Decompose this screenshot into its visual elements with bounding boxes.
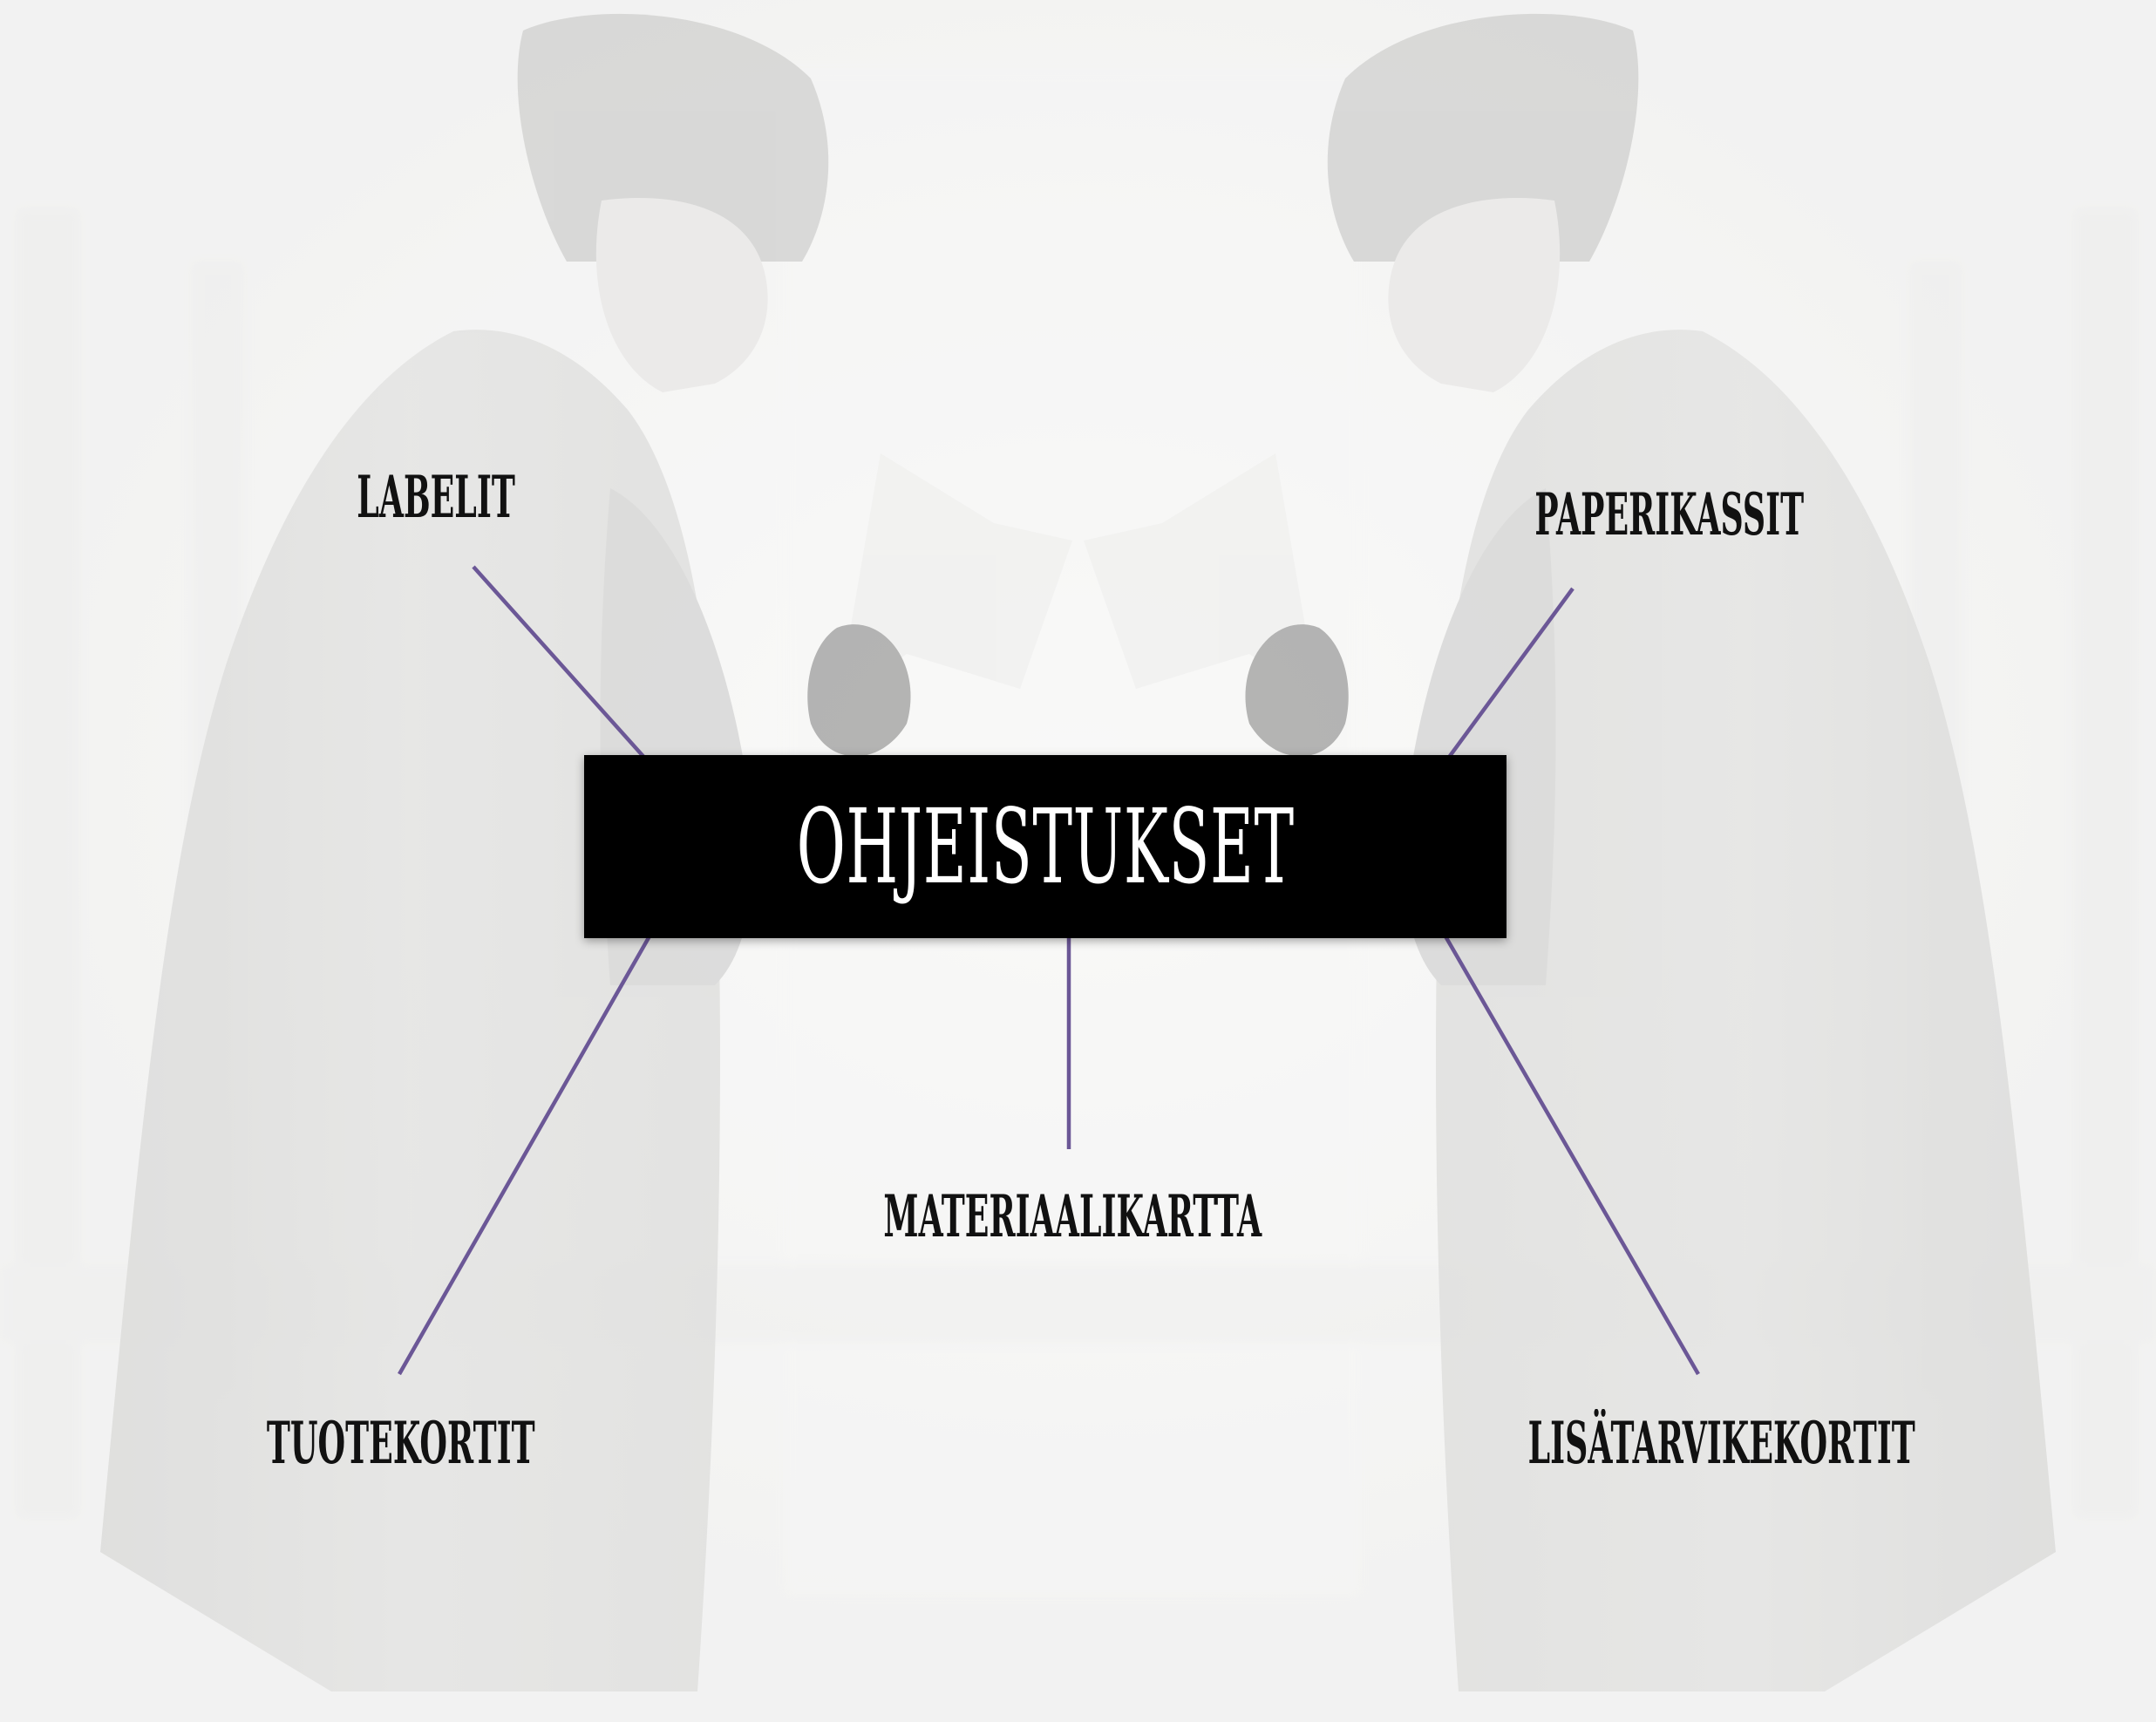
connector-lisatarvikekortit xyxy=(1404,867,1700,1376)
center-title-box: OHJEISTUKSET xyxy=(584,755,1506,938)
node-label: LABELIT xyxy=(357,463,515,531)
node-paperikassit: PAPERIKASSIT xyxy=(1438,475,1901,554)
node-tuotekortit: TUOTEKORTIT xyxy=(174,1404,628,1482)
connector-tuotekortit xyxy=(398,884,680,1376)
right-figure xyxy=(1084,13,2056,1691)
node-label: TUOTEKORTIT xyxy=(267,1409,535,1477)
node-label: PAPERIKASSIT xyxy=(1534,480,1805,548)
node-labelit: LABELIT xyxy=(262,458,610,536)
node-materiaalikartta: MATERIAALIKARTTA xyxy=(767,1177,1377,1256)
node-lisatarvikekortit: LISÄTARVIKEKORTIT xyxy=(1412,1404,2031,1482)
node-label: MATERIAALIKARTTA xyxy=(883,1182,1262,1250)
node-label: LISÄTARVIKEKORTIT xyxy=(1527,1409,1916,1477)
center-title: OHJEISTUKSET xyxy=(796,786,1295,907)
